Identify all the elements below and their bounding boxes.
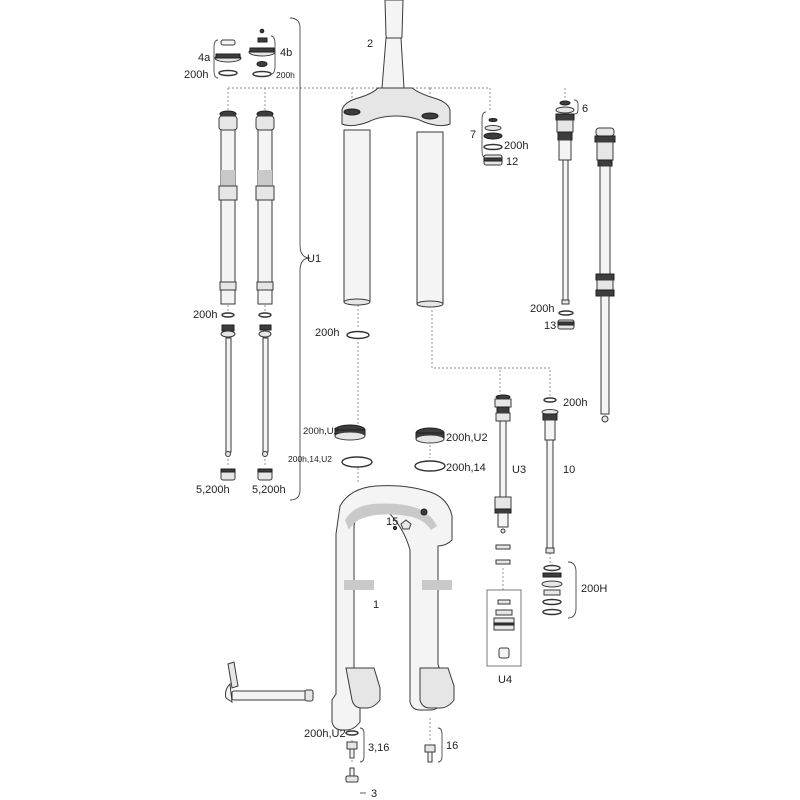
callout-15: 15 <box>386 516 398 528</box>
seal-stack-200H <box>541 564 563 616</box>
u3-damper-cartridge <box>494 394 512 565</box>
callout-2: 2 <box>367 38 373 50</box>
far-right-spring-assembly <box>594 127 616 423</box>
callout-200h-right: 200h <box>563 397 587 409</box>
callout-4a: 4a <box>198 52 211 64</box>
bracket-16 <box>437 727 443 763</box>
part-15-valve <box>392 519 412 531</box>
callout-200H: 200H <box>581 583 607 595</box>
u4-kit-box <box>486 589 522 667</box>
callout-u3: U3 <box>512 464 526 476</box>
callout-13: 13 <box>544 320 556 332</box>
callout-316: 3,16 <box>368 742 389 754</box>
bracket-4b <box>270 35 276 75</box>
callout-200h-left: 200h <box>193 309 217 321</box>
callout-u4: U4 <box>498 674 512 686</box>
callout-200h14u2: 200h,14,U2 <box>288 454 332 464</box>
part-7-12-cap-assembly <box>483 118 503 166</box>
left-cartridge-a <box>218 110 238 305</box>
callout-10: 10 <box>563 464 575 476</box>
part-4b-top-cap <box>248 28 276 78</box>
part-1-lower-legs <box>331 485 455 731</box>
left-shaft-a <box>220 324 236 457</box>
callout-6: 6 <box>582 103 588 115</box>
thru-axle <box>225 661 314 704</box>
bracket-316 <box>359 727 365 763</box>
bracket-6 <box>573 99 579 115</box>
orings-200h-13 <box>557 310 575 330</box>
bracket-4a <box>213 39 219 79</box>
part-4a-top-cap <box>214 39 242 77</box>
assembly-guide-lines <box>227 87 566 762</box>
callout-200h-12: 200h <box>530 303 554 315</box>
callout-200h-4b: 200h <box>276 70 295 80</box>
callout-200hu2-bot: 200h,U2 <box>304 728 346 740</box>
callout-5200h-b: 5,200h <box>252 484 286 496</box>
callout-7: 7 <box>470 129 476 141</box>
mid-seals-right <box>414 427 446 472</box>
part-2-crown-steerer <box>341 0 451 308</box>
callout-200h14: 200h,14 <box>446 462 486 474</box>
callout-200h-4a: 200h <box>184 69 208 81</box>
left-cartridge-b <box>255 110 275 305</box>
bracket-200H <box>567 561 577 619</box>
left-shaft-b <box>258 324 272 457</box>
part-5-bottom-nuts <box>220 468 273 481</box>
callout-3: 3 <box>371 788 377 800</box>
part-10-air-shaft <box>541 397 559 554</box>
callout-1: 1 <box>373 599 379 611</box>
bracket-u1 <box>289 17 311 501</box>
callout-4b: 4b <box>280 47 292 59</box>
callout-5200h-a: 5,200h <box>196 484 230 496</box>
callout-200h-mid: 200h <box>315 327 339 339</box>
callout-200hu2-right: 200h,U2 <box>446 432 488 444</box>
callout-u1: U1 <box>307 253 321 265</box>
part-callouts: 4a 4b 200h 200h 2 7 200h 12 6 U1 200h 20… <box>184 38 607 800</box>
callout-200h-7: 200h <box>504 140 528 152</box>
mid-seals-left <box>334 330 373 468</box>
callout-200hu2-left: 200h,U2 <box>303 426 339 437</box>
bottom-bolts <box>345 730 436 783</box>
callout-16: 16 <box>446 740 458 752</box>
part-6-damper-shaft <box>555 100 575 305</box>
bracket-7 <box>481 111 487 159</box>
callout-12: 12 <box>506 156 518 168</box>
orings-200h-left <box>221 312 272 318</box>
